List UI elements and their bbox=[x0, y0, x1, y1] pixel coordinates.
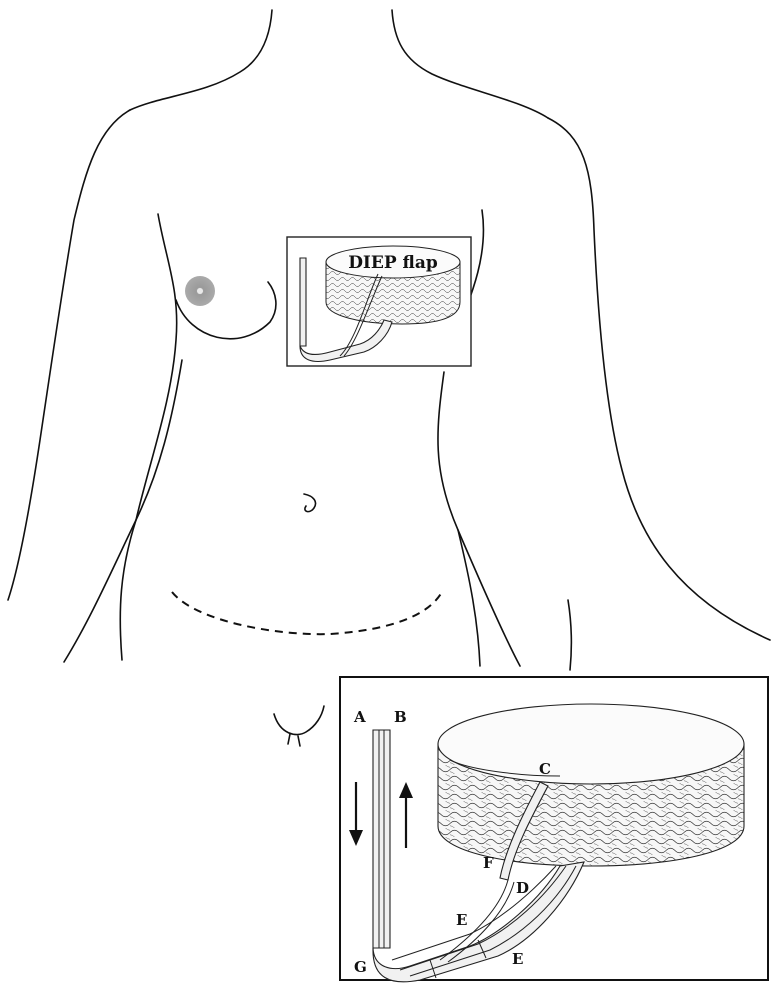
large-flap-disk bbox=[438, 704, 744, 866]
small-inset-title: DIEP flap bbox=[348, 253, 438, 273]
label-b: B bbox=[394, 708, 407, 726]
label-e-upper: E bbox=[456, 911, 467, 929]
torso-outline bbox=[8, 10, 770, 746]
vertical-pedicle bbox=[373, 730, 390, 948]
small-inset: DIEP flap bbox=[287, 237, 471, 366]
label-d: D bbox=[516, 879, 529, 897]
abdominal-incision-line bbox=[172, 592, 442, 634]
large-inset: A B C D E E F G bbox=[340, 677, 768, 982]
label-f: F bbox=[483, 854, 494, 872]
label-g: G bbox=[354, 958, 367, 976]
label-e-lower: E bbox=[512, 950, 523, 968]
label-a: A bbox=[353, 708, 366, 726]
label-c: C bbox=[539, 760, 551, 778]
nipple-areola bbox=[185, 276, 215, 306]
